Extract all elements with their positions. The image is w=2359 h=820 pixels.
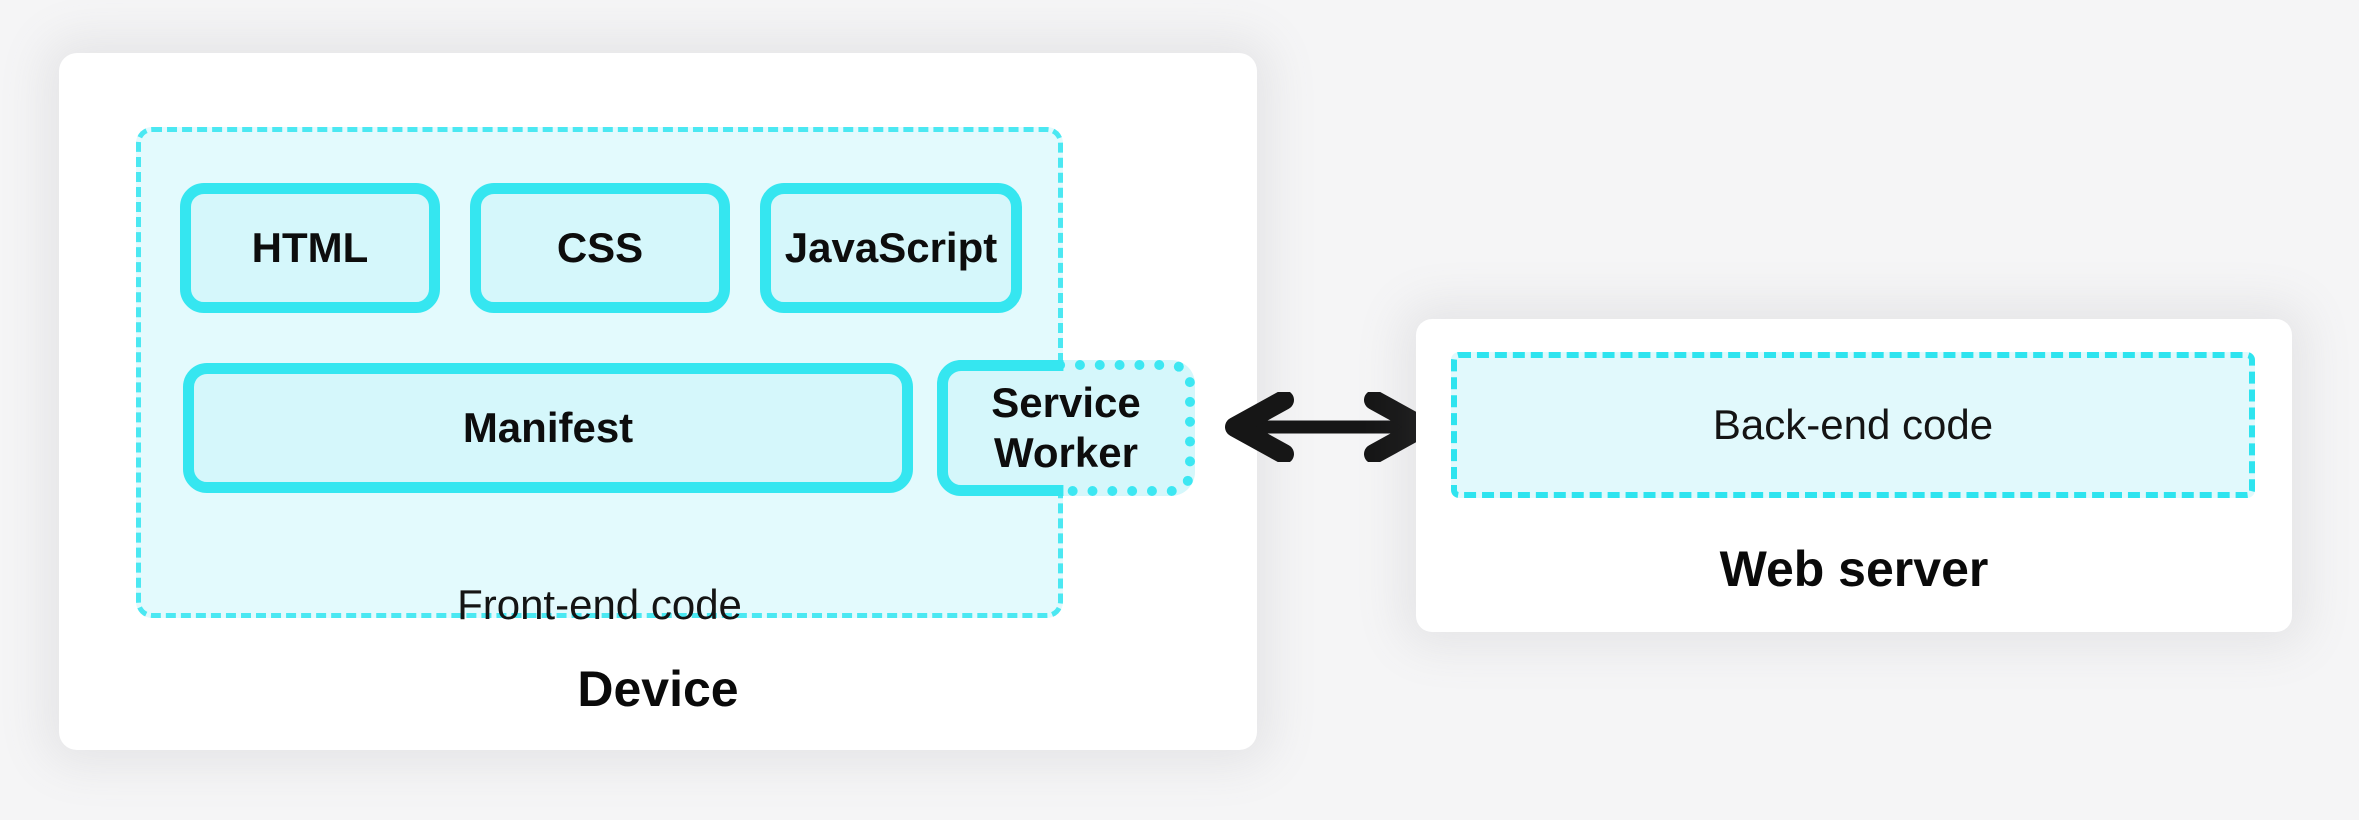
service-worker-box: Service Worker: [937, 360, 1195, 496]
css-box: CSS: [470, 183, 730, 313]
device-caption: Device: [577, 661, 739, 717]
device-card: HTML CSS JavaScript Manifest Service Wor…: [59, 53, 1257, 750]
web-server-caption: Web server: [1719, 541, 1989, 597]
javascript-box-label: JavaScript: [784, 224, 998, 271]
bidirectional-arrow-icon: [1225, 392, 1433, 462]
service-worker-label: Service Worker: [991, 379, 1141, 476]
html-box: HTML: [180, 183, 440, 313]
manifest-box-label: Manifest: [462, 404, 634, 451]
frontend-code-caption: Front-end code: [457, 581, 742, 628]
backend-code-box: Back-end code: [1451, 352, 2255, 498]
css-box-label: CSS: [556, 224, 644, 271]
service-worker-solid-border: [937, 360, 1064, 496]
javascript-box: JavaScript: [760, 183, 1022, 313]
backend-code-label: Back-end code: [1712, 401, 1994, 448]
manifest-box: Manifest: [183, 363, 913, 493]
web-server-card: Back-end code Web server: [1416, 319, 2292, 632]
html-box-label: HTML: [251, 224, 369, 271]
